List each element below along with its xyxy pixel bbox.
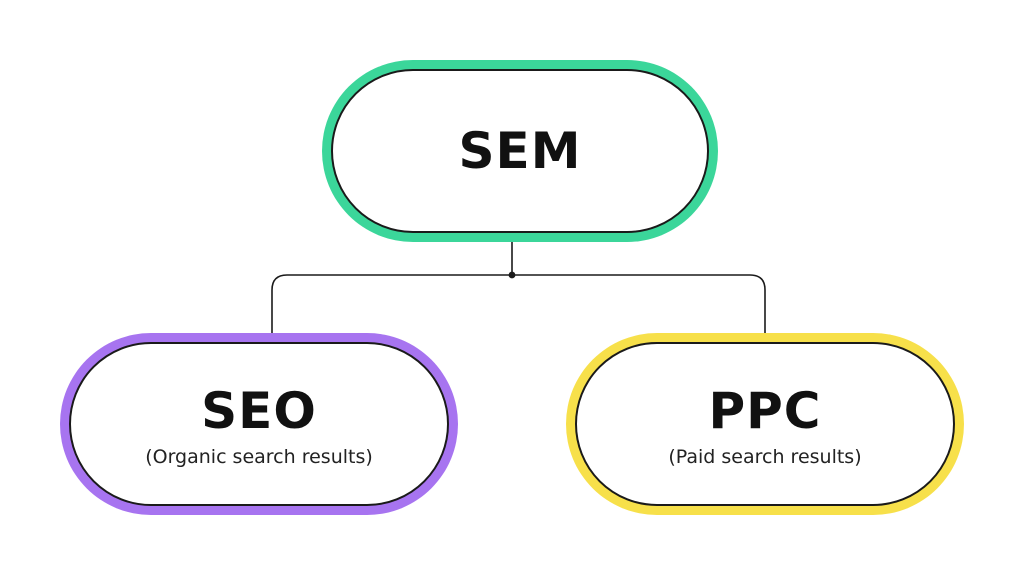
ppc-node-body: PPC (Paid search results) — [575, 342, 955, 506]
seo-label: SEO — [201, 381, 317, 440]
seo-node-body: SEO (Organic search results) — [69, 342, 449, 506]
sem-node: SEM — [322, 60, 718, 242]
ppc-node: PPC (Paid search results) — [566, 333, 964, 515]
connector-branch — [271, 274, 766, 342]
ppc-label: PPC — [708, 381, 822, 440]
sem-label: SEM — [458, 122, 582, 180]
junction-dot — [508, 271, 516, 279]
ppc-sublabel: (Paid search results) — [668, 445, 862, 468]
sem-node-body: SEM — [331, 69, 709, 233]
seo-node: SEO (Organic search results) — [60, 333, 458, 515]
seo-sublabel: (Organic search results) — [145, 445, 373, 468]
